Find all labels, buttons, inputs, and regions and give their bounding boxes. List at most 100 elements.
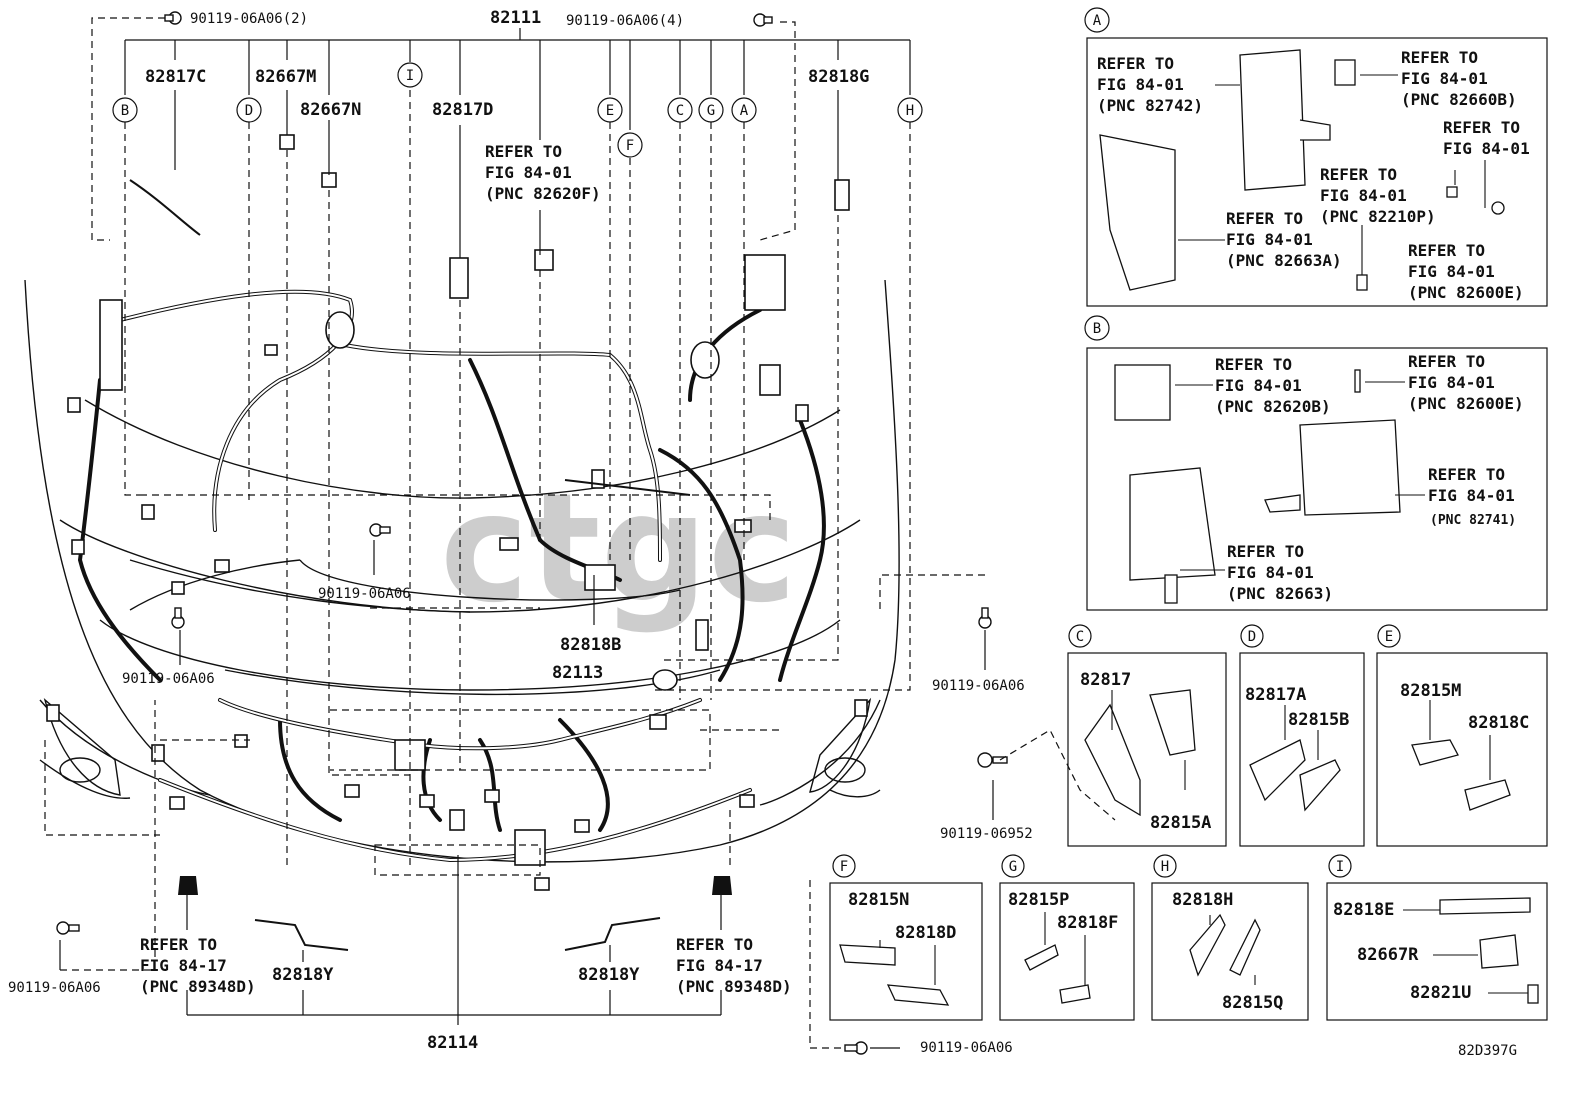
bolt-labels: 90119-06A06(2) 90119-06A06(4) 90119-06A0…	[8, 11, 1033, 1056]
box-b-letter: B	[1093, 321, 1101, 337]
label-82667M: 82667M	[255, 67, 316, 87]
bolt-icon	[56, 921, 80, 935]
box-a-ref6-l1: REFER TO	[1408, 241, 1485, 260]
bolt-label-right-mid: 90119-06A06	[932, 678, 1025, 694]
bolt-icon	[171, 607, 185, 629]
box-a-ref5-l1: REFER TO	[1226, 209, 1303, 228]
ref-line: (PNC 89348D)	[140, 977, 256, 996]
label-82818D: 82818D	[895, 923, 956, 943]
label-82818Y-left: 82818Y	[272, 965, 334, 985]
box-a-ref4-l1: REFER TO	[1320, 165, 1397, 184]
bolt-label-top-right: 90119-06A06(4)	[566, 13, 684, 29]
main-labels: 82111 82817C 82667M 82667N 82817D 82818G…	[145, 8, 869, 1053]
clamps-82818Y	[129, 179, 691, 951]
box-a-ref2-l1: REFER TO	[1401, 48, 1478, 67]
label-82815N: 82815N	[848, 890, 909, 910]
bolt-icon	[164, 11, 182, 25]
box-b-ref1-l1: REFER TO	[1215, 355, 1292, 374]
box-b-ref4-l2: FIG 84-01	[1227, 563, 1314, 582]
box-b-ref1-l2: FIG 84-01	[1215, 376, 1302, 395]
box-a-ref3-l1: REFER TO	[1443, 118, 1520, 137]
label-82815M: 82815M	[1400, 681, 1461, 701]
box-e-letter: E	[1385, 629, 1393, 645]
callout-a: A	[740, 103, 749, 119]
box-a-ref3-l2: FIG 84-01	[1443, 139, 1530, 158]
box-c-letter: C	[1076, 629, 1084, 645]
sensors	[178, 876, 732, 895]
callout-h: H	[906, 103, 914, 119]
box-a-ref1-l2: FIG 84-01	[1097, 75, 1184, 94]
box-b-ref1-l3: (PNC 82620B)	[1215, 397, 1331, 416]
box-b-leaders	[1175, 381, 1425, 571]
ref-line: (PNC 89348D)	[676, 977, 792, 996]
ref-line: REFER TO	[485, 142, 562, 161]
small-box-circles	[832, 624, 1401, 878]
ref-line: FIG 84-17	[676, 956, 763, 975]
small-box-parts	[839, 689, 1539, 1006]
callout-b: B	[121, 103, 129, 119]
bolt-label-c: 90119-06952	[940, 826, 1033, 842]
callout-letters: B D I E F C G A H	[121, 68, 914, 154]
small-box-leaders	[879, 690, 1528, 994]
box-a-leaders	[1178, 74, 1486, 275]
box-a-ref2-l3: (PNC 82660B)	[1401, 90, 1517, 109]
ref-line: (PNC 82620F)	[485, 184, 601, 203]
box-a-parts	[1099, 49, 1505, 291]
bolt-icon	[369, 523, 391, 537]
box-a-ref4-l3: (PNC 82210P)	[1320, 207, 1436, 226]
label-82818B: 82818B	[560, 635, 621, 655]
callout-f: F	[626, 138, 634, 154]
ref-line: FIG 84-17	[140, 956, 227, 975]
leader-lines	[59, 28, 994, 1049]
box-b-ref3-l3: (PNC 82741)	[1430, 513, 1516, 528]
box-b-ref3-l1: REFER TO	[1428, 465, 1505, 484]
callout-i: I	[406, 68, 414, 84]
label-82114: 82114	[427, 1033, 478, 1053]
label-82667N: 82667N	[300, 100, 361, 120]
callout-c: C	[676, 103, 684, 119]
bolt-icon	[753, 13, 773, 27]
label-82818G: 82818G	[808, 67, 869, 87]
box-b-parts	[1114, 364, 1401, 604]
ref-line: FIG 84-01	[485, 163, 572, 182]
label-82817: 82817	[1080, 670, 1131, 690]
small-box-letters: C D E F G H I	[840, 629, 1393, 875]
label-82113: 82113	[552, 663, 603, 683]
bolt-icon	[978, 607, 992, 629]
dashed-leaders	[44, 17, 1116, 1049]
box-b-ref4-l3: (PNC 82663)	[1227, 584, 1333, 603]
box-b-ref4-l1: REFER TO	[1227, 542, 1304, 561]
box-a-ref1-l3: (PNC 82742)	[1097, 96, 1203, 115]
callout-d: D	[245, 103, 253, 119]
box-a-ref6-l2: FIG 84-01	[1408, 262, 1495, 281]
box-a-ref4-l2: FIG 84-01	[1320, 186, 1407, 205]
headlights	[43, 697, 872, 796]
small-box-labels: 82817 82815A 82817A 82815B 82815M 82818C…	[848, 670, 1529, 1013]
label-82815A: 82815A	[1150, 813, 1211, 833]
detail-box-b: B REFER TO FIG 84-01 (PNC 82620B) REFER …	[1084, 315, 1548, 611]
label-82818H: 82818H	[1172, 890, 1233, 910]
box-i-letter: I	[1336, 859, 1344, 875]
bolt-icon	[844, 1041, 868, 1055]
callout-e: E	[606, 103, 614, 119]
bolt-label-bottom-right: 90119-06A06	[920, 1040, 1013, 1056]
label-82818Y-right: 82818Y	[578, 965, 640, 985]
box-a-ref5-l2: FIG 84-01	[1226, 230, 1313, 249]
ref-center: REFER TO FIG 84-01 (PNC 82620F)	[485, 142, 601, 203]
bolt-label-bottom-left: 90119-06A06	[8, 980, 101, 996]
box-a-letter: A	[1093, 13, 1102, 29]
detail-box-a: A REFER TO FIG 84-01 (PNC 82742) REFER T…	[1084, 7, 1548, 307]
diagram-code: 82D397G	[1458, 1043, 1517, 1059]
bolt-label-left-mid: 90119-06A06	[122, 671, 215, 687]
label-82815B: 82815B	[1288, 710, 1349, 730]
label-82667R: 82667R	[1357, 945, 1419, 965]
box-a-ref5-l3: (PNC 82663A)	[1226, 251, 1342, 270]
label-82818E: 82818E	[1333, 900, 1394, 920]
box-a-ref2-l2: FIG 84-01	[1401, 69, 1488, 88]
ref-line: REFER TO	[676, 935, 753, 954]
box-b-ref2-l3: (PNC 82600E)	[1408, 394, 1524, 413]
ref-line: REFER TO	[140, 935, 217, 954]
label-82817C: 82817C	[145, 67, 206, 87]
